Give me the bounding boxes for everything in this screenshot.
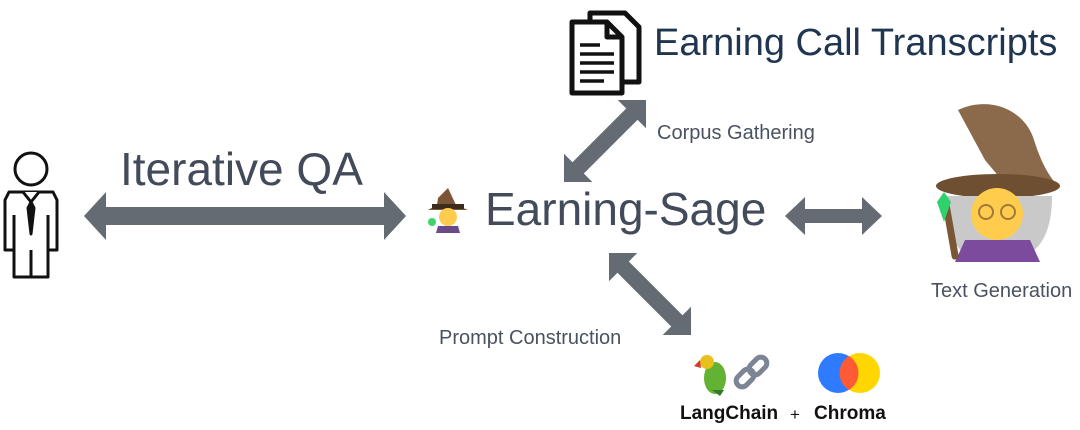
chain-link-icon xyxy=(733,354,770,390)
text-generation-arrow xyxy=(785,197,882,235)
corpus-gathering-label: Corpus Gathering xyxy=(657,122,815,144)
mage-icon-large xyxy=(936,104,1060,262)
parrot-icon xyxy=(694,355,726,396)
chroma-logo-icon xyxy=(818,353,880,393)
iterative-qa-arrow xyxy=(84,192,406,240)
prompt-construction-label: Prompt Construction xyxy=(439,327,622,349)
transcripts-label: Earning Call Transcripts xyxy=(654,22,1058,64)
prompt-construction-arrow xyxy=(608,252,692,336)
chroma-label: Chroma xyxy=(814,403,886,424)
text-generation-label: Text Generation xyxy=(931,280,1073,302)
earning-sage-label: Earning-Sage xyxy=(485,183,767,235)
plus-sign: + xyxy=(790,405,800,424)
corpus-gathering-arrow xyxy=(563,99,647,183)
user-icon xyxy=(3,151,59,279)
document-icon xyxy=(569,10,642,96)
iterative-qa-label: Iterative QA xyxy=(120,143,363,195)
mage-icon xyxy=(428,188,468,233)
langchain-label: LangChain xyxy=(680,403,779,424)
